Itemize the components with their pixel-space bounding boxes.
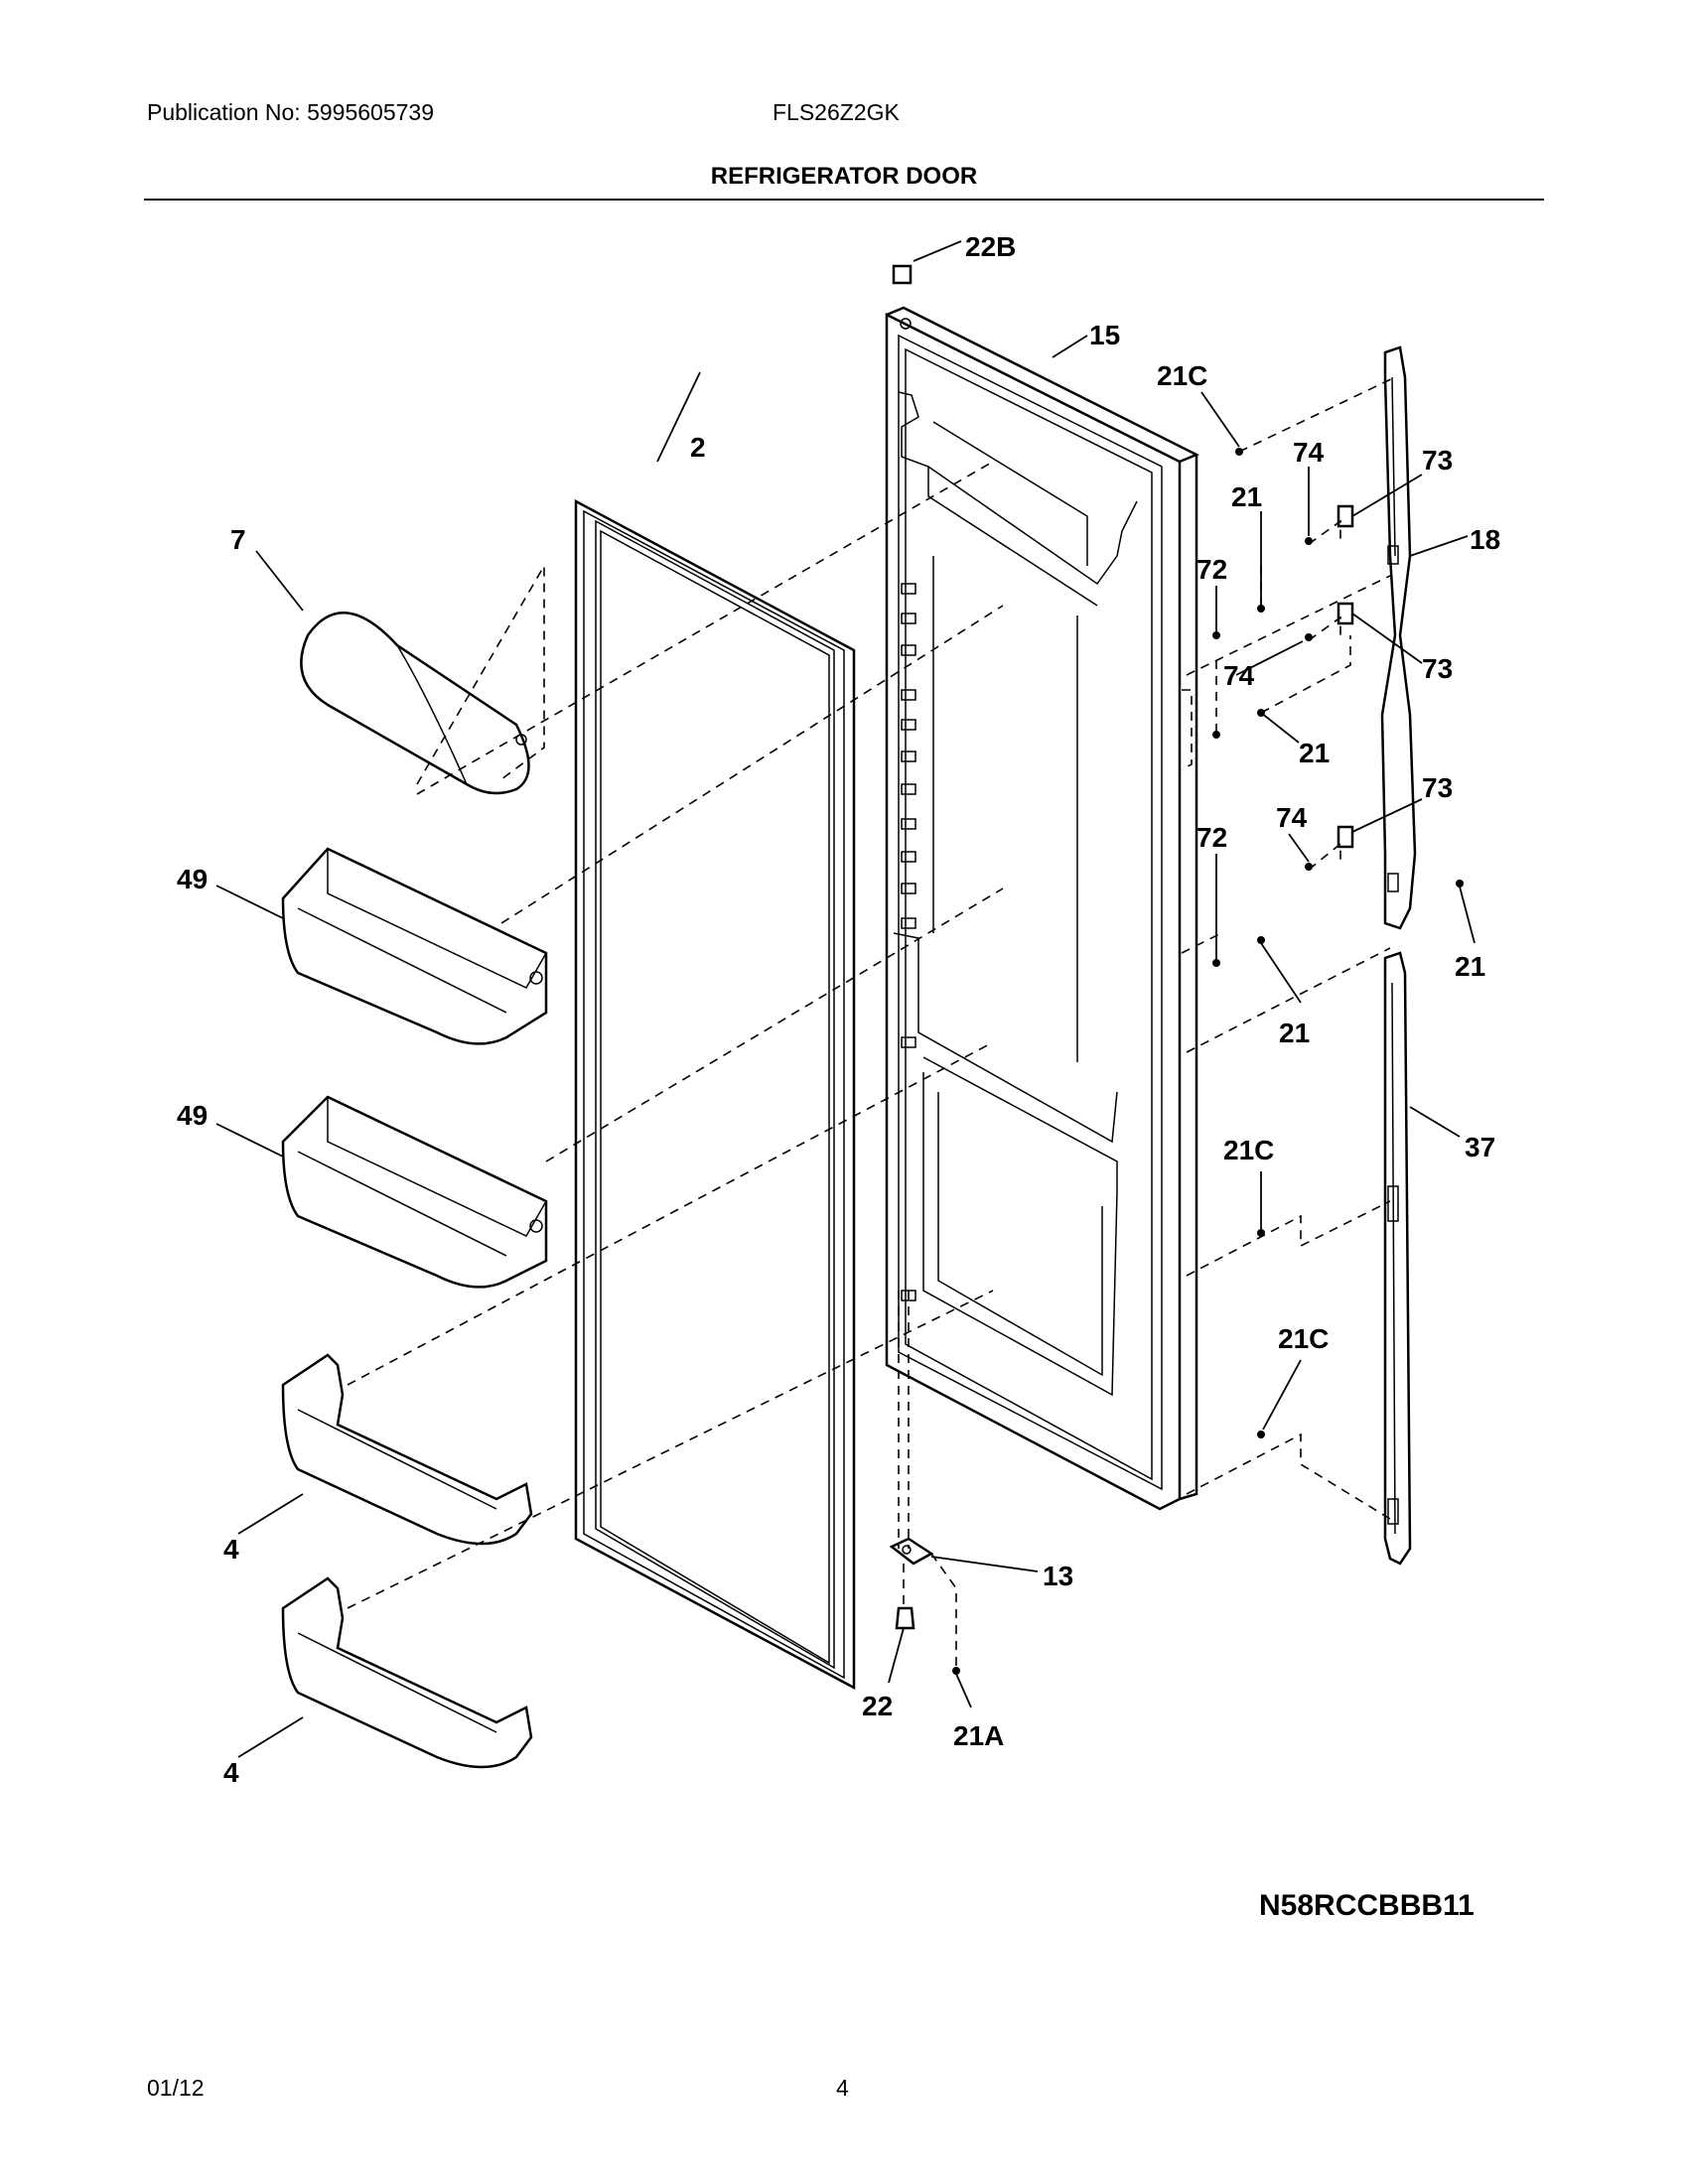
leader-lines [215,240,1476,1758]
callout-74-c: 74 [1276,802,1308,833]
callout-21c-low: 21C [1278,1323,1329,1354]
callout-22: 22 [862,1691,893,1721]
callout-22b: 22B [965,231,1016,262]
door-liner-part-15 [885,306,1200,1511]
callout-21-c: 21 [1279,1018,1310,1048]
callout-4-b: 4 [223,1757,239,1788]
callout-13: 13 [1043,1561,1073,1591]
door-shelf-part-4-lower [281,1576,533,1769]
dairy-door-part-7 [300,612,530,795]
callout-49-a: 49 [177,864,208,894]
callout-21c-top: 21C [1157,360,1207,391]
door-handle-part-18 [1380,345,1417,930]
door-bin-part-49-lower [281,1095,548,1289]
callout-21-d: 21 [1455,951,1485,982]
callout-72-a: 72 [1196,554,1227,585]
assembly-lines [347,376,1396,1668]
callout-74-b: 74 [1223,660,1255,691]
publication-number: Publication No: 5995605739 [147,99,435,125]
bottom-hinge-part-13 [889,1537,934,1566]
publication-date: 01/12 [147,2075,205,2101]
callout-2: 2 [690,432,706,463]
callout-21c-mid: 21C [1223,1135,1274,1165]
door-shelf-part-4-upper [281,1353,533,1546]
door-gasket-part-2 [574,498,856,1691]
callout-18: 18 [1470,524,1500,555]
diagram-code: N58RCCBBB11 [1259,1889,1475,1922]
top-bushing-part-22b [892,264,913,285]
callout-74-a: 74 [1293,437,1325,468]
page-number: 4 [836,2075,849,2101]
handle-trim-part-37 [1383,951,1412,1566]
callout-73-b: 73 [1422,653,1453,684]
callout-21a: 21A [953,1720,1004,1751]
handle-bracket-part-73 [1336,504,1354,849]
hinge-bushing-part-22 [895,1606,915,1630]
callout-49-b: 49 [177,1100,208,1131]
door-bin-part-49-upper [281,847,548,1045]
callout-4-a: 4 [223,1534,239,1565]
header-divider [144,199,1544,201]
callout-21-b: 21 [1299,738,1330,768]
callout-72-b: 72 [1196,822,1227,853]
callout-7: 7 [230,524,246,555]
callout-73-a: 73 [1422,445,1453,476]
callout-21-a: 21 [1231,481,1262,512]
callout-37: 37 [1465,1132,1495,1162]
callout-73-c: 73 [1422,772,1453,803]
page-title: REFRIGERATOR DOOR [710,163,978,190]
model-number: FLS26Z2GK [773,99,900,125]
callout-labels: 22B 15 21C 2 7 74 73 21 18 72 74 73 21 7… [177,231,1500,1788]
screws [952,448,1464,1675]
callout-15: 15 [1089,320,1120,350]
